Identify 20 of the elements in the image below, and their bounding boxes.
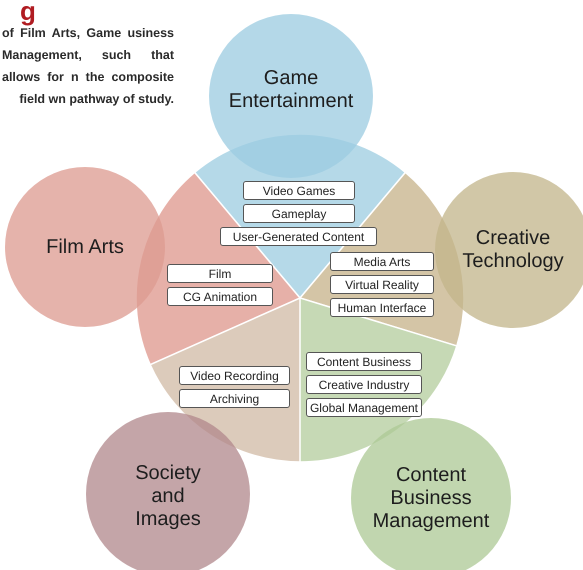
keyword-tag: Human Interface bbox=[330, 298, 434, 317]
keyword-tag: Film bbox=[167, 264, 273, 283]
intro-paragraph: of Film Arts, Game usiness Management, such that allows for n the composite field wn pathway of study. bbox=[2, 26, 174, 108]
keyword-tag: Global Management bbox=[306, 398, 422, 417]
keyword-tag: Video Recording bbox=[179, 366, 290, 385]
keyword-tag: Content Business bbox=[306, 352, 422, 371]
keyword-tag: Video Games bbox=[243, 181, 355, 200]
keyword-tag: Archiving bbox=[179, 389, 290, 408]
topic-title: Content Business Management bbox=[372, 464, 490, 532]
keyword-tag: Virtual Reality bbox=[330, 275, 434, 294]
keyword-tag: Gameplay bbox=[243, 204, 355, 223]
keyword-tag: Creative Industry bbox=[306, 375, 422, 394]
topic-title: Film Arts bbox=[46, 236, 124, 258]
keyword-tag: Media Arts bbox=[330, 252, 434, 271]
topic-title: Society and Images bbox=[134, 462, 202, 530]
keyword-tag: User-Generated Content bbox=[220, 227, 377, 246]
topic-title: Creative Technology bbox=[461, 227, 565, 273]
heading-fragment: g bbox=[20, 0, 36, 26]
topic-title: Game Entertainment bbox=[228, 67, 354, 113]
keyword-tag: CG Animation bbox=[167, 287, 273, 306]
